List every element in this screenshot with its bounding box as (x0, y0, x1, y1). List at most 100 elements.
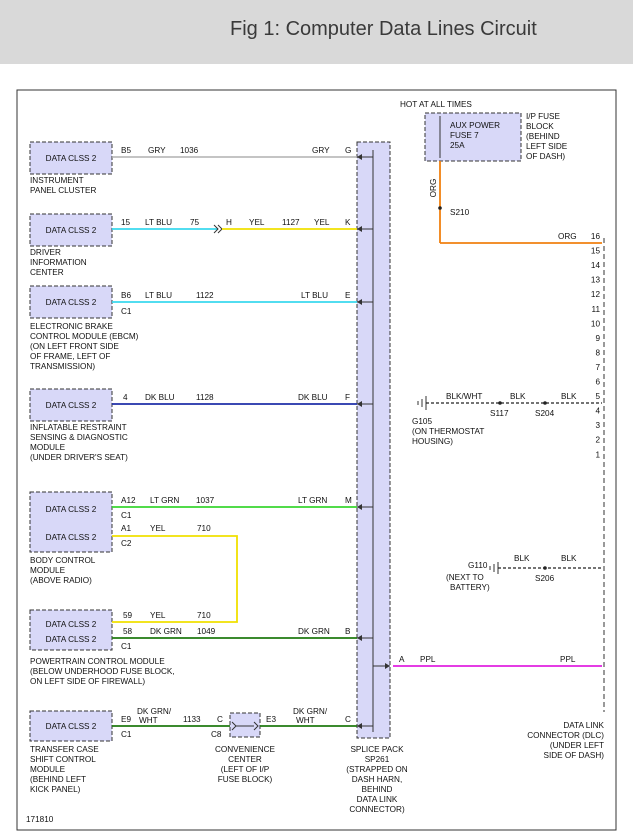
svg-text:SPLICE PACK: SPLICE PACK (350, 745, 404, 754)
svg-text:LT GRN: LT GRN (298, 496, 327, 505)
svg-text:DRIVER: DRIVER (30, 248, 61, 257)
module-label: DATA CLSS 2 (46, 533, 97, 542)
svg-text:DK GRN: DK GRN (150, 627, 182, 636)
svg-text:C1: C1 (121, 730, 132, 739)
svg-text:HOT AT ALL TIMES: HOT AT ALL TIMES (400, 100, 472, 109)
svg-text:MODULE: MODULE (30, 765, 66, 774)
dlc-pin-14: 14 (591, 261, 601, 270)
svg-text:DK BLU: DK BLU (298, 393, 328, 402)
svg-text:710: 710 (197, 524, 211, 533)
dlc-pin-9: 9 (595, 334, 600, 343)
svg-text:BODY CONTROL: BODY CONTROL (30, 556, 96, 565)
svg-text:59: 59 (123, 611, 133, 620)
svg-text:S204: S204 (535, 409, 555, 418)
module-label: DATA CLSS 2 (46, 298, 97, 307)
splice-pack: SPLICE PACK SP261 (STRAPPED ON DASH HARN… (346, 141, 408, 814)
svg-text:C: C (345, 715, 351, 724)
svg-text:SHIFT CONTROL: SHIFT CONTROL (30, 755, 96, 764)
svg-text:1133: 1133 (183, 715, 201, 724)
module-label: DATA CLSS 2 (46, 722, 97, 731)
svg-text:POWERTRAIN CONTROL MODULE: POWERTRAIN CONTROL MODULE (30, 657, 165, 666)
wire-bcm-1: A12 C1 LT GRN 1037 LT GRN M (112, 496, 373, 520)
svg-text:ON LEFT SIDE OF FIREWALL): ON LEFT SIDE OF FIREWALL) (30, 677, 145, 686)
svg-text:(ON THERMOSTAT: (ON THERMOSTAT (412, 427, 484, 436)
svg-text:SIDE OF DASH): SIDE OF DASH) (543, 751, 604, 760)
svg-text:E3: E3 (266, 715, 276, 724)
svg-text:LT BLU: LT BLU (301, 291, 328, 300)
wire-dic: 15 LT BLU 75 H YEL 1127 YEL K (112, 218, 373, 234)
svg-text:1037: 1037 (196, 496, 215, 505)
ground-g105: BLK/WHT S117 BLK S204 BLK G105 (ON THERM… (412, 392, 602, 446)
svg-text:25A: 25A (450, 141, 465, 150)
module-label: DATA CLSS 2 (46, 401, 97, 410)
svg-text:ORG: ORG (429, 179, 438, 198)
svg-text:BLOCK: BLOCK (526, 122, 554, 131)
svg-text:HOUSING): HOUSING) (412, 437, 453, 446)
svg-text:BEHIND: BEHIND (362, 785, 393, 794)
module-label: DATA CLSS 2 (46, 226, 97, 235)
svg-text:CONNECTOR (DLC): CONNECTOR (DLC) (527, 731, 604, 740)
svg-text:WHT: WHT (139, 716, 158, 725)
module-sdm: DATA CLSS 2 INFLATABLE RESTRAINT SENSING… (29, 388, 128, 462)
svg-text:H: H (226, 218, 232, 227)
svg-text:GRY: GRY (312, 146, 330, 155)
dlc-pin-15: 15 (591, 247, 601, 256)
svg-text:(ABOVE RADIO): (ABOVE RADIO) (30, 576, 92, 585)
svg-text:INFLATABLE RESTRAINT: INFLATABLE RESTRAINT (30, 423, 127, 432)
svg-text:YEL: YEL (249, 218, 265, 227)
dlc-pin-7: 7 (595, 363, 600, 372)
svg-text:75: 75 (190, 218, 200, 227)
svg-text:PPL: PPL (420, 655, 436, 664)
svg-text:710: 710 (197, 611, 211, 620)
module-dic: DATA CLSS 2 DRIVER INFORMATION CENTER (29, 213, 113, 277)
svg-text:KICK PANEL): KICK PANEL) (30, 785, 81, 794)
svg-text:DASH HARN,: DASH HARN, (352, 775, 403, 784)
svg-text:(ON LEFT FRONT SIDE: (ON LEFT FRONT SIDE (30, 342, 119, 351)
svg-text:(BELOW UNDERHOOD FUSE BLOCK,: (BELOW UNDERHOOD FUSE BLOCK, (30, 667, 175, 676)
svg-text:MODULE: MODULE (30, 566, 66, 575)
module-desc: PANEL CLUSTER (30, 186, 97, 195)
figure-header: Fig 1: Computer Data Lines Circuit (0, 0, 633, 64)
wire-ppl: A PPL PPL (373, 655, 602, 669)
svg-text:4: 4 (123, 393, 128, 402)
svg-text:58: 58 (123, 627, 133, 636)
svg-text:1036: 1036 (180, 146, 199, 155)
svg-text:B: B (345, 627, 351, 636)
dlc-pin-4: 4 (595, 407, 600, 416)
svg-text:CONVENIENCE: CONVENIENCE (215, 745, 276, 754)
svg-text:OF DASH): OF DASH) (526, 152, 565, 161)
dlc-pin-2: 2 (595, 436, 600, 445)
svg-text:FUSE 7: FUSE 7 (450, 131, 479, 140)
dlc-pin-8: 8 (595, 348, 600, 357)
module-bcm: DATA CLSS 2 DATA CLSS 2 BODY CONTROL MOD… (29, 491, 113, 585)
wire-pcm-2: 58 C1 DK GRN 1049 DK GRN B (112, 627, 373, 651)
dlc-pin-1: 1 (595, 450, 600, 459)
svg-text:G: G (345, 146, 351, 155)
svg-text:LT GRN: LT GRN (150, 496, 179, 505)
svg-text:TRANSFER CASE: TRANSFER CASE (30, 745, 99, 754)
svg-text:CONTROL MODULE (EBCM): CONTROL MODULE (EBCM) (30, 332, 139, 341)
svg-text:GRY: GRY (148, 146, 166, 155)
dlc-pin-16: 16 (591, 232, 601, 241)
svg-text:DATA LINK: DATA LINK (563, 721, 604, 730)
wire-tccm: E9 C1 DK GRN/ WHT 1133 C C8 E3 DK GRN/ W… (112, 707, 373, 784)
svg-text:(STRAPPED ON: (STRAPPED ON (346, 765, 408, 774)
svg-text:CENTER: CENTER (30, 268, 64, 277)
svg-text:G110: G110 (468, 561, 488, 570)
svg-text:(BEHIND LEFT: (BEHIND LEFT (30, 775, 86, 784)
svg-text:M: M (345, 496, 352, 505)
module-label: DATA CLSS 2 (46, 620, 97, 629)
svg-text:1049: 1049 (197, 627, 216, 636)
svg-text:BLK: BLK (561, 554, 577, 563)
svg-text:OF FRAME, LEFT OF: OF FRAME, LEFT OF (30, 352, 110, 361)
svg-text:A1: A1 (121, 524, 131, 533)
svg-text:B6: B6 (121, 291, 131, 300)
svg-text:A12: A12 (121, 496, 136, 505)
diagram-frame (16, 89, 617, 831)
wire-ebcm: B6 C1 LT BLU 1122 LT BLU E (112, 291, 373, 316)
svg-text:DATA LINK: DATA LINK (357, 795, 398, 804)
svg-text:1122: 1122 (196, 291, 214, 300)
svg-text:K: K (345, 218, 351, 227)
svg-text:C2: C2 (121, 539, 132, 548)
